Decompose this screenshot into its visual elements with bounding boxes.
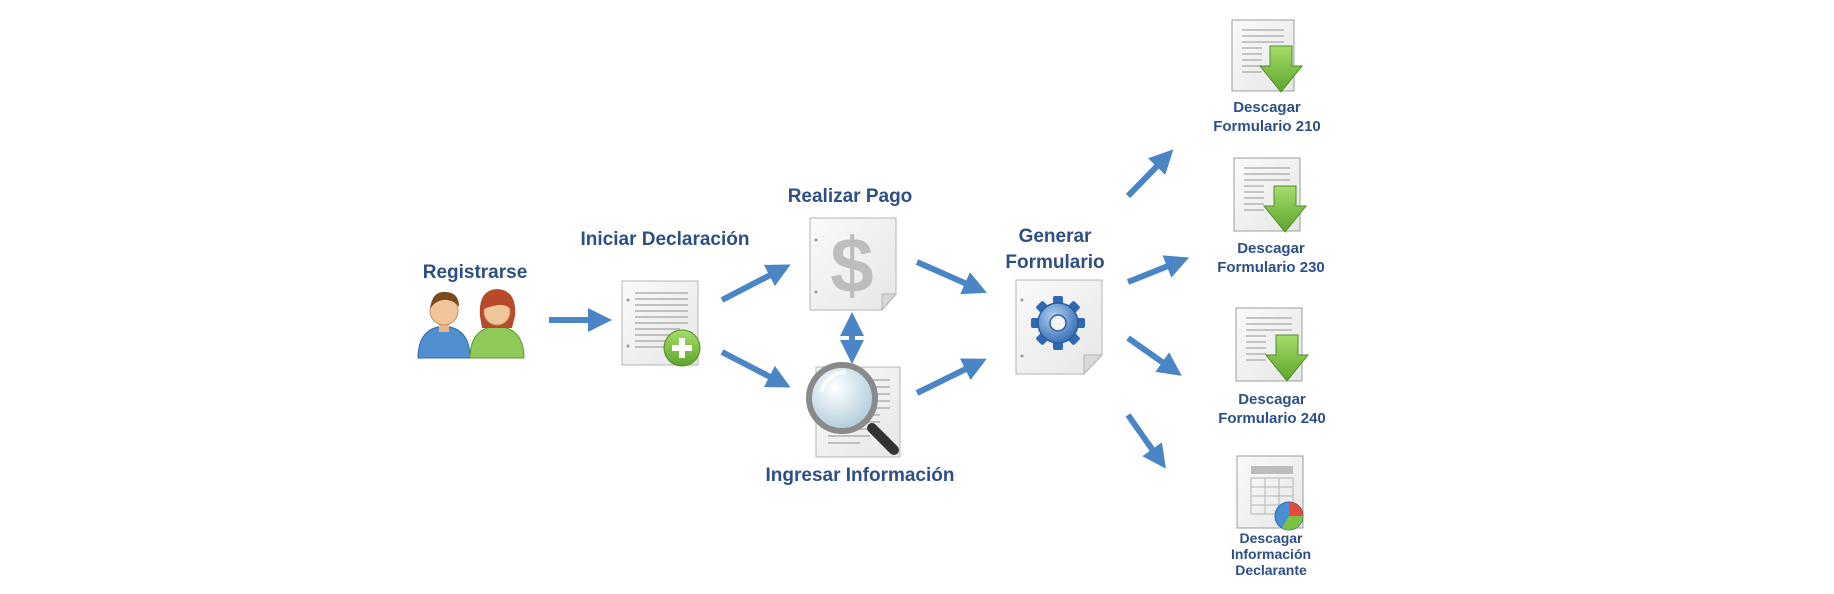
download-declarant-info-label: Descagar Información Declarante xyxy=(1206,530,1336,578)
flow-arrows xyxy=(549,149,1190,469)
download-form-230-line2: Formulario 230 xyxy=(1217,259,1325,276)
download-form-240-label: Descagar Formulario 240 xyxy=(1197,390,1347,428)
arrow-start-to-pay xyxy=(720,264,791,303)
download-form-210-line1: Descagar xyxy=(1233,99,1301,116)
generate-form-label: Generar Formulario xyxy=(990,224,1120,276)
start-declaration-label: Iniciar Declaración xyxy=(580,229,750,250)
download-document-icon-210 xyxy=(1231,19,1304,93)
make-payment-label: Realizar Pago xyxy=(787,186,913,207)
arrow-pay-to-generate xyxy=(915,259,987,295)
download-form-230-line1: Descagar xyxy=(1237,240,1305,257)
arrow-enter-to-generate xyxy=(915,358,987,396)
generate-form-line2: Formulario xyxy=(1005,252,1105,273)
dollar-document-icon: $ xyxy=(809,217,898,312)
download-form-230-label: Descagar Formulario 230 xyxy=(1196,239,1346,277)
register-label: Registrarse xyxy=(422,262,528,283)
arrow-start-to-enter xyxy=(720,349,791,388)
enter-information-label: Ingresar Información xyxy=(765,465,955,486)
download-declarant-info-line3: Declarante xyxy=(1235,562,1307,578)
arrow-generate-to-230 xyxy=(1126,255,1190,285)
arrow-generate-to-info xyxy=(1125,413,1166,469)
generate-form-line1: Generar xyxy=(1018,226,1092,247)
download-declarant-info-line1: Descagar xyxy=(1239,530,1303,546)
download-form-240-line1: Descagar xyxy=(1238,391,1306,408)
arrow-generate-to-210 xyxy=(1125,149,1174,199)
document-search-icon xyxy=(806,362,901,458)
download-form-240-line2: Formulario 240 xyxy=(1218,410,1326,427)
download-form-210-label: Descagar Formulario 210 xyxy=(1192,98,1342,136)
users-icon xyxy=(417,289,525,359)
download-form-210-line2: Formulario 210 xyxy=(1213,118,1321,135)
spreadsheet-chart-icon xyxy=(1236,455,1304,531)
arrow-generate-to-240 xyxy=(1126,335,1182,376)
svg-text:$: $ xyxy=(830,221,873,309)
download-document-icon-230 xyxy=(1233,157,1308,233)
download-declarant-info-line2: Información xyxy=(1230,546,1312,562)
document-gear-icon xyxy=(1015,279,1104,376)
document-add-icon xyxy=(621,280,701,367)
download-document-icon-240 xyxy=(1235,307,1310,382)
